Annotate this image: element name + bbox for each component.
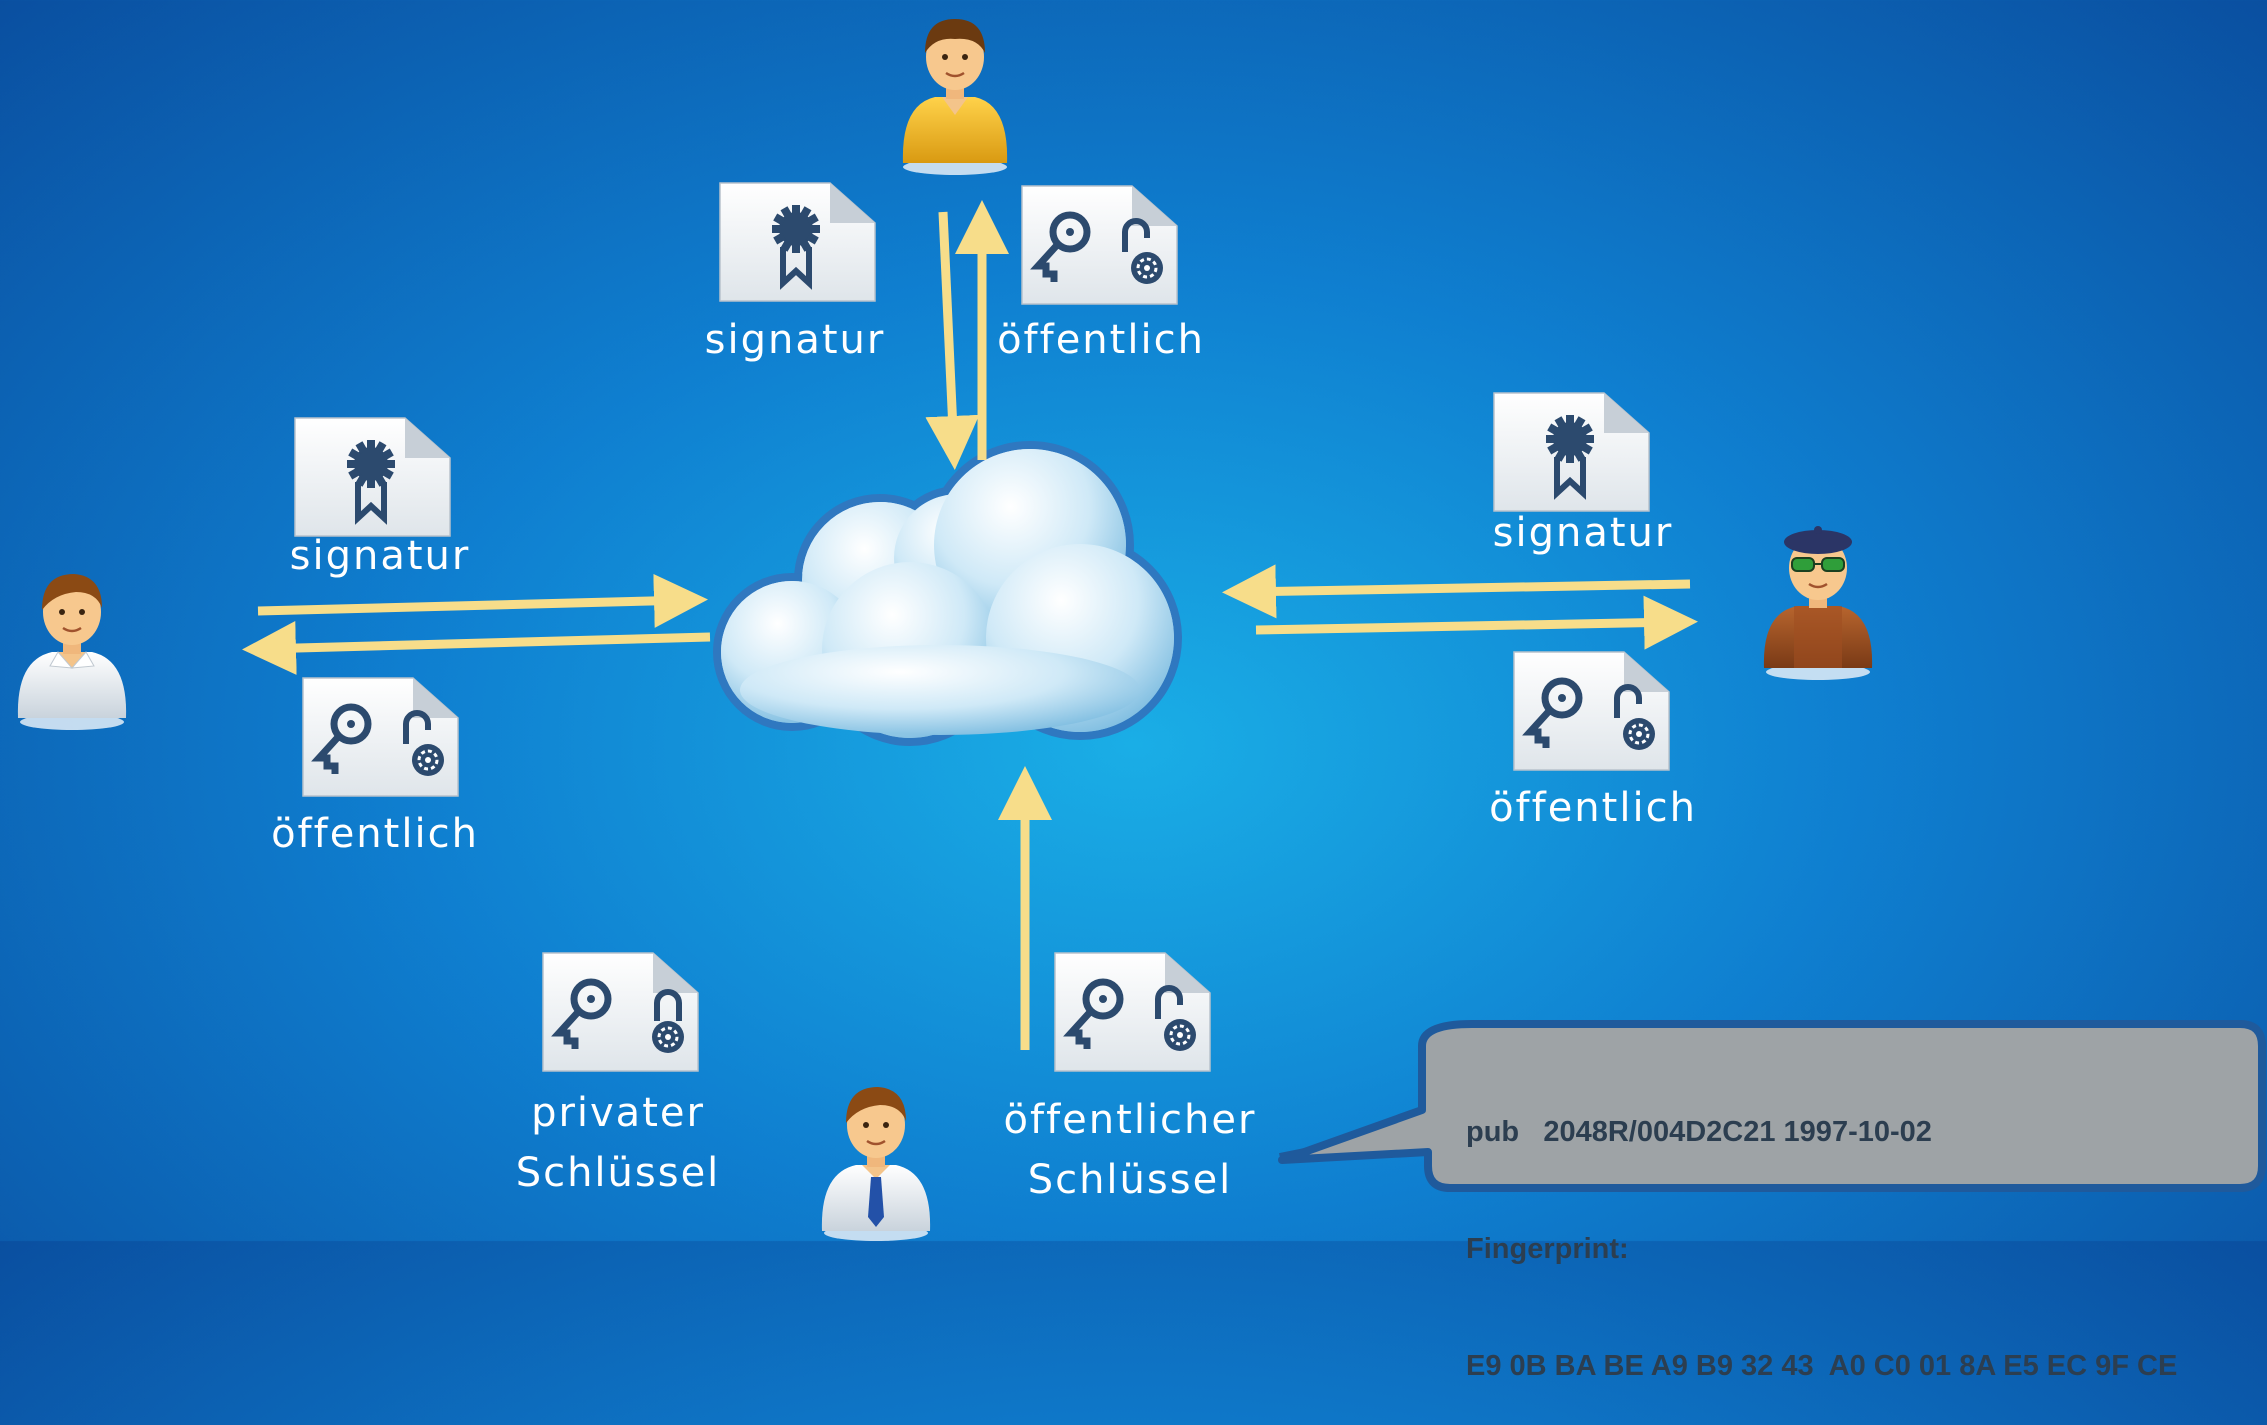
key-info-text: pub 2048R/004D2C21 1997-10-02 Fingerprin…: [1466, 1035, 2256, 1425]
arrows: [242, 200, 1698, 1050]
person-icon: [17, 574, 127, 730]
pub-label: pub: [1466, 1116, 1520, 1148]
arrow-left-left: [242, 621, 711, 676]
signature-document-icon: [720, 183, 875, 301]
label-signatur: signatur: [289, 533, 471, 579]
arrow-top-down: [925, 211, 980, 470]
signature-document-icon: [1494, 393, 1649, 511]
fingerprint-label: Fingerprint:: [1466, 1233, 1629, 1265]
arrow-left-right: [257, 573, 708, 628]
label-oeffentlich: öffentlich: [1489, 785, 1697, 831]
public-key-document-icon: [1514, 652, 1669, 770]
label-public-key-line1: öffentlicher: [1003, 1097, 1257, 1143]
cloud-icon: [713, 441, 1182, 746]
label-private-key-line2: Schlüssel: [515, 1150, 721, 1196]
label-private-key-line1: privater: [531, 1090, 705, 1136]
public-key-document-icon: [1022, 186, 1177, 304]
pub-line: pub 2048R/004D2C21 1997-10-02: [1466, 1113, 2256, 1152]
key-exchange-diagram: [17, 19, 2266, 1241]
label-oeffentlich: öffentlich: [997, 317, 1205, 363]
label-oeffentlich: öffentlich: [271, 811, 479, 857]
label-signatur: signatur: [1492, 510, 1674, 556]
arrow-right-left: [1222, 564, 1691, 619]
key-info-bubble: [1278, 1020, 2266, 1192]
pub-value: 2048R/004D2C21 1997-10-02: [1543, 1116, 1932, 1148]
public-key-document-icon: [303, 678, 458, 796]
label-public-key-line2: Schlüssel: [1027, 1157, 1233, 1203]
person-icon: [902, 19, 1008, 175]
fingerprint-value: E9 0B BA BE A9 B9 32 43 A0 C0 01 8A E5 E…: [1466, 1350, 2178, 1382]
signature-document-icon: [295, 418, 450, 536]
person-icon: [1763, 526, 1873, 680]
arrow-right-right: [1255, 595, 1698, 650]
person-icon: [821, 1087, 931, 1241]
label-signatur: signatur: [704, 317, 886, 363]
public-key-document-icon: [1055, 953, 1210, 1071]
private-key-document-icon: [543, 953, 698, 1071]
